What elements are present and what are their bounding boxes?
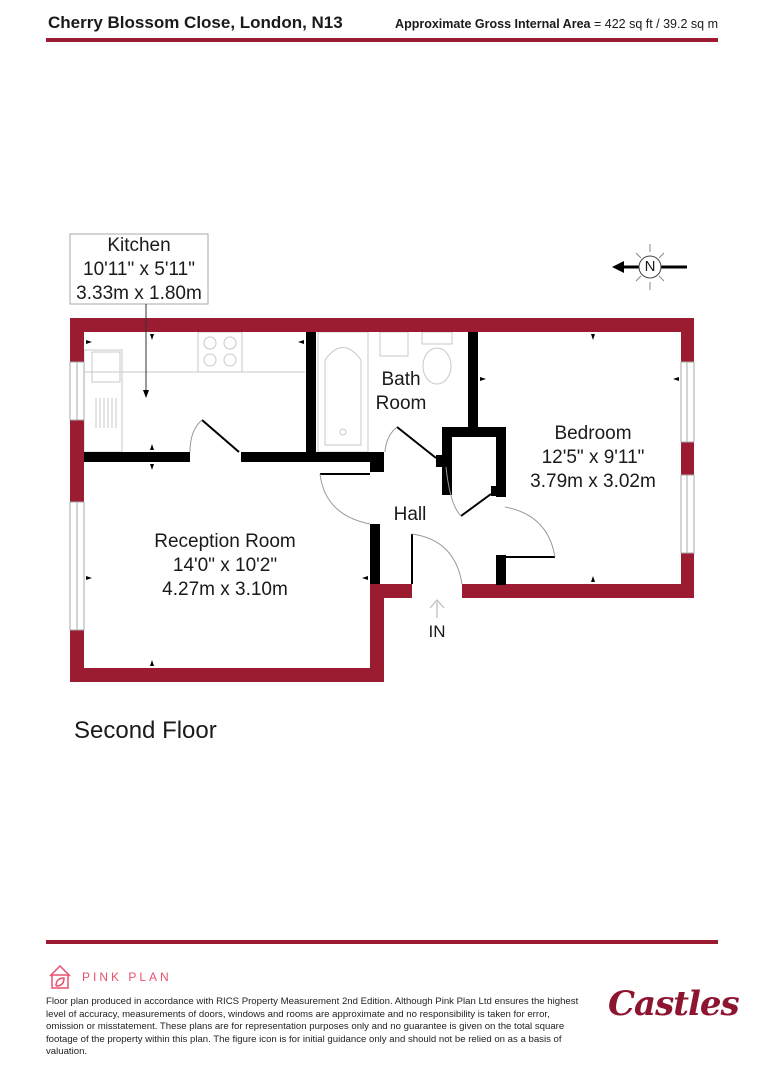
property-address: Cherry Blossom Close, London, N13 [48, 13, 343, 32]
room-label-reception: Reception Room 14'0" x 10'2" 4.27m x 3.1… [130, 530, 320, 602]
gross-internal-area: Approximate Gross Internal Area = 422 sq… [395, 17, 718, 31]
door-swings [189, 419, 556, 585]
room-name: Hall [393, 504, 427, 525]
room-label-bedroom: Bedroom 12'5" x 9'11" 3.79m x 3.02m [508, 422, 678, 494]
header-rule [46, 38, 718, 42]
room-metric: 3.33m x 1.80m [76, 283, 202, 304]
area-label: Approximate Gross Internal Area [395, 17, 591, 31]
dimension-markers [86, 334, 679, 666]
pink-plan-house-icon [49, 964, 71, 989]
kitchen-fixtures [83, 331, 305, 453]
floor-label: Second Floor [74, 717, 217, 744]
room-name: Bedroom [554, 423, 632, 444]
room-imperial: 14'0" x 10'2" [172, 555, 278, 576]
room-name: Reception Room [154, 531, 296, 552]
room-name: Kitchen [107, 235, 171, 256]
room-metric: 3.79m x 3.02m [530, 471, 656, 492]
footer-rule [46, 940, 718, 944]
brand-name: PINK PLAN [82, 970, 172, 984]
internal-walls [84, 332, 506, 585]
pink-plan-brand: PINK PLAN [48, 964, 172, 990]
plan-header: Cherry Blossom Close, London, N13 Approx… [46, 10, 718, 42]
room-imperial: 10'11" x 5'11" [83, 259, 195, 280]
entrance-arrow-icon [429, 599, 445, 618]
room-name: Bath [381, 369, 421, 390]
compass-icon [612, 244, 687, 290]
windows [69, 361, 695, 631]
room-metric: 4.27m x 3.10m [162, 579, 288, 600]
entrance-label: IN [428, 622, 446, 641]
room-imperial: 12'5" x 9'11" [541, 447, 645, 468]
room-name-line2: Room [375, 393, 427, 414]
disclaimer-text: Floor plan produced in accordance with R… [46, 996, 579, 1057]
room-label-kitchen: Kitchen 10'11" x 5'11" 3.33m x 1.80m [70, 234, 208, 306]
room-label-bathroom: Bath Room [366, 368, 436, 416]
castles-logo: Castles [608, 984, 740, 1024]
doors [201, 419, 555, 584]
compass-north-label: N [644, 258, 656, 275]
external-walls [70, 318, 694, 682]
area-value: = 422 sq ft / 39.2 sq m [593, 17, 718, 31]
room-label-hall: Hall [380, 503, 440, 527]
